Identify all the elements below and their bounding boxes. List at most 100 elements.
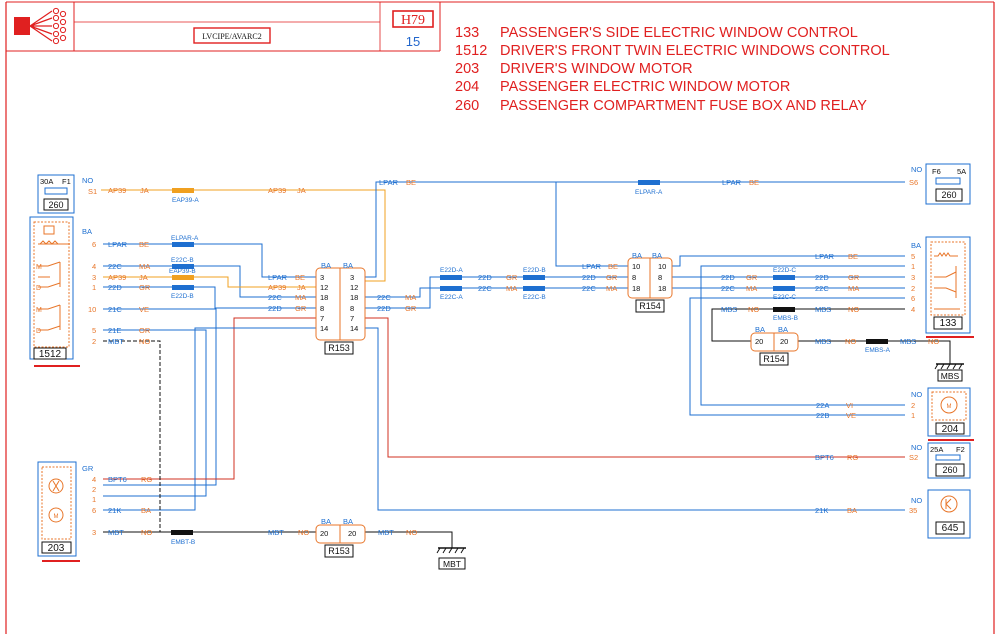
- wl-no-end2: NO: [406, 528, 417, 537]
- wl-be-1512: BE: [139, 240, 149, 249]
- r153-pin: 3: [350, 273, 354, 282]
- f2-rating: 25A: [930, 445, 943, 454]
- page-ref-box: [392, 10, 434, 28]
- r153-bot-id: R153: [328, 546, 350, 556]
- connector-r154-mid[interactable]: BA BA 20 20 R154: [750, 325, 799, 366]
- r153-pin: 18: [350, 293, 358, 302]
- r154-top-id: R154: [639, 301, 661, 311]
- c1512-pin: 1: [92, 283, 96, 292]
- wl-ma-mid: MA: [506, 284, 517, 293]
- wl-gr-r154: GR: [606, 273, 618, 282]
- svg-text:M: M: [54, 514, 59, 520]
- wl-21c: 21C: [108, 305, 122, 314]
- r153b-left-label: BA: [321, 517, 331, 526]
- r154m-pin: 20: [755, 337, 763, 346]
- wl-ap39-b: AP39: [268, 186, 286, 195]
- wire-bpt6-203: [103, 317, 316, 480]
- f1-conn: NO: [82, 176, 93, 185]
- wl-22c-133a: 22C: [721, 284, 735, 293]
- wire-ap39-top: [101, 189, 386, 282]
- ground-mbt-icon: MBT: [436, 547, 466, 570]
- connector-r153-top[interactable]: BA BA 3 12 18 8 7 14 3 12 18 8 7 14 R153: [315, 261, 366, 355]
- splice-elpara-label: ELPAR-A: [171, 235, 199, 242]
- ground-mbs-icon: MBS: [934, 363, 964, 382]
- r154-left-label: BA: [632, 251, 642, 260]
- r154-pin: 10: [658, 262, 666, 271]
- splice-embsa-bar: [866, 339, 888, 344]
- component-645[interactable]: 645 NO 35: [909, 489, 971, 539]
- wl-ap39-r153: AP39: [268, 283, 286, 292]
- r153-pin: 12: [320, 283, 328, 292]
- c203-conn: GR: [82, 464, 94, 473]
- wl-vi: VI: [846, 401, 853, 410]
- c203-pin: 2: [92, 485, 96, 494]
- c133-pin: 4: [911, 305, 915, 314]
- r153b-pin: 20: [320, 529, 328, 538]
- connector-r153-bottom[interactable]: BA BA 20 20 R153: [315, 517, 366, 558]
- connector-r154-top[interactable]: BA BA 10 8 18 10 8 18 R154: [627, 251, 673, 313]
- c133-pin: 1: [911, 262, 915, 271]
- splice-e22da-bar: [440, 275, 462, 280]
- wl-bpt6-f2: BPT6: [815, 453, 834, 462]
- component-204[interactable]: M 204 NO 2 1: [911, 387, 974, 441]
- wl-gr-133b: GR: [848, 273, 860, 282]
- wl-rg-f2: RG: [847, 453, 858, 462]
- f1-id-box: [43, 198, 69, 211]
- r153b-right-label: BA: [343, 517, 353, 526]
- c203-id: 203: [48, 543, 65, 554]
- legend-num-204: 204: [455, 79, 479, 95]
- r154-pin: 8: [658, 273, 662, 282]
- r153-pin: 18: [320, 293, 328, 302]
- legend-num-203: 203: [455, 61, 479, 77]
- r154m-left-label: BA: [755, 325, 765, 334]
- wl-or-21e: OR: [139, 326, 151, 335]
- splice-bars: [171, 180, 888, 535]
- c133-pin: 6: [911, 294, 915, 303]
- splice-e22ca-bar: [440, 286, 462, 291]
- c204-conn: NO: [911, 390, 922, 399]
- splice-embtb-bar: [171, 530, 193, 535]
- splice-e22db-bar: [172, 285, 194, 290]
- component-203[interactable]: M 203 GR 4 2 1 6 3: [37, 461, 96, 562]
- splice-eap39a-label: EAP39-A: [172, 197, 199, 204]
- svg-text:M: M: [36, 307, 42, 314]
- wl-ba-203: BA: [141, 506, 151, 515]
- wl-ja-a: JA: [140, 186, 149, 195]
- wire-mbt-1512: [103, 340, 161, 532]
- f6-pin: S6: [909, 178, 918, 187]
- c1512-pin: 6: [92, 240, 96, 249]
- f6-id: 260: [941, 190, 956, 200]
- wire-lines: [101, 181, 951, 548]
- f1-fuse: F1: [62, 177, 71, 186]
- ecu-645-icon: [940, 495, 958, 513]
- wl-ve-22b: VE: [846, 411, 856, 420]
- splice-e22dc-bar: [773, 275, 795, 280]
- wl-ap39-a: AP39: [108, 186, 126, 195]
- svg-text:D: D: [36, 328, 41, 335]
- svg-text:D: D: [36, 285, 41, 292]
- legend-desc-1512: DRIVER'S FRONT TWIN ELECTRIC WINDOWS CON…: [500, 43, 890, 59]
- splice-e22db-label: E22D-B: [171, 293, 194, 300]
- fuse-f6-block[interactable]: F6 5A 260 NO S6: [909, 163, 971, 205]
- wire-bpt6-f2: [365, 317, 905, 458]
- wl-gr-r153r: GR: [405, 304, 417, 313]
- legend-num-1512: 1512: [455, 43, 487, 59]
- fuse-f1-block[interactable]: 30A F1 260 NO S1: [37, 174, 97, 214]
- wl-gr-r153: GR: [295, 304, 307, 313]
- c1512-pin: 3: [92, 273, 96, 282]
- page-ref: H79: [401, 13, 425, 28]
- wl-no-1512: NO: [139, 337, 150, 346]
- svg-text:M: M: [947, 404, 952, 410]
- r153-top-id: R153: [328, 343, 350, 353]
- wl-mbt-203: MBT: [108, 528, 124, 537]
- wl-22d-133b: 22D: [815, 273, 829, 282]
- r153-pin: 7: [350, 314, 354, 323]
- f2-id: 260: [942, 465, 957, 475]
- wire-21k-203: [103, 327, 316, 511]
- wl-lpar-top-a: LPAR: [379, 178, 399, 187]
- component-133[interactable]: 133 BA 5 1 3 2 6 4: [911, 236, 974, 338]
- f6-conn: NO: [911, 165, 922, 174]
- fuse-f2-block[interactable]: 25A F2 260 NO S2: [909, 442, 971, 479]
